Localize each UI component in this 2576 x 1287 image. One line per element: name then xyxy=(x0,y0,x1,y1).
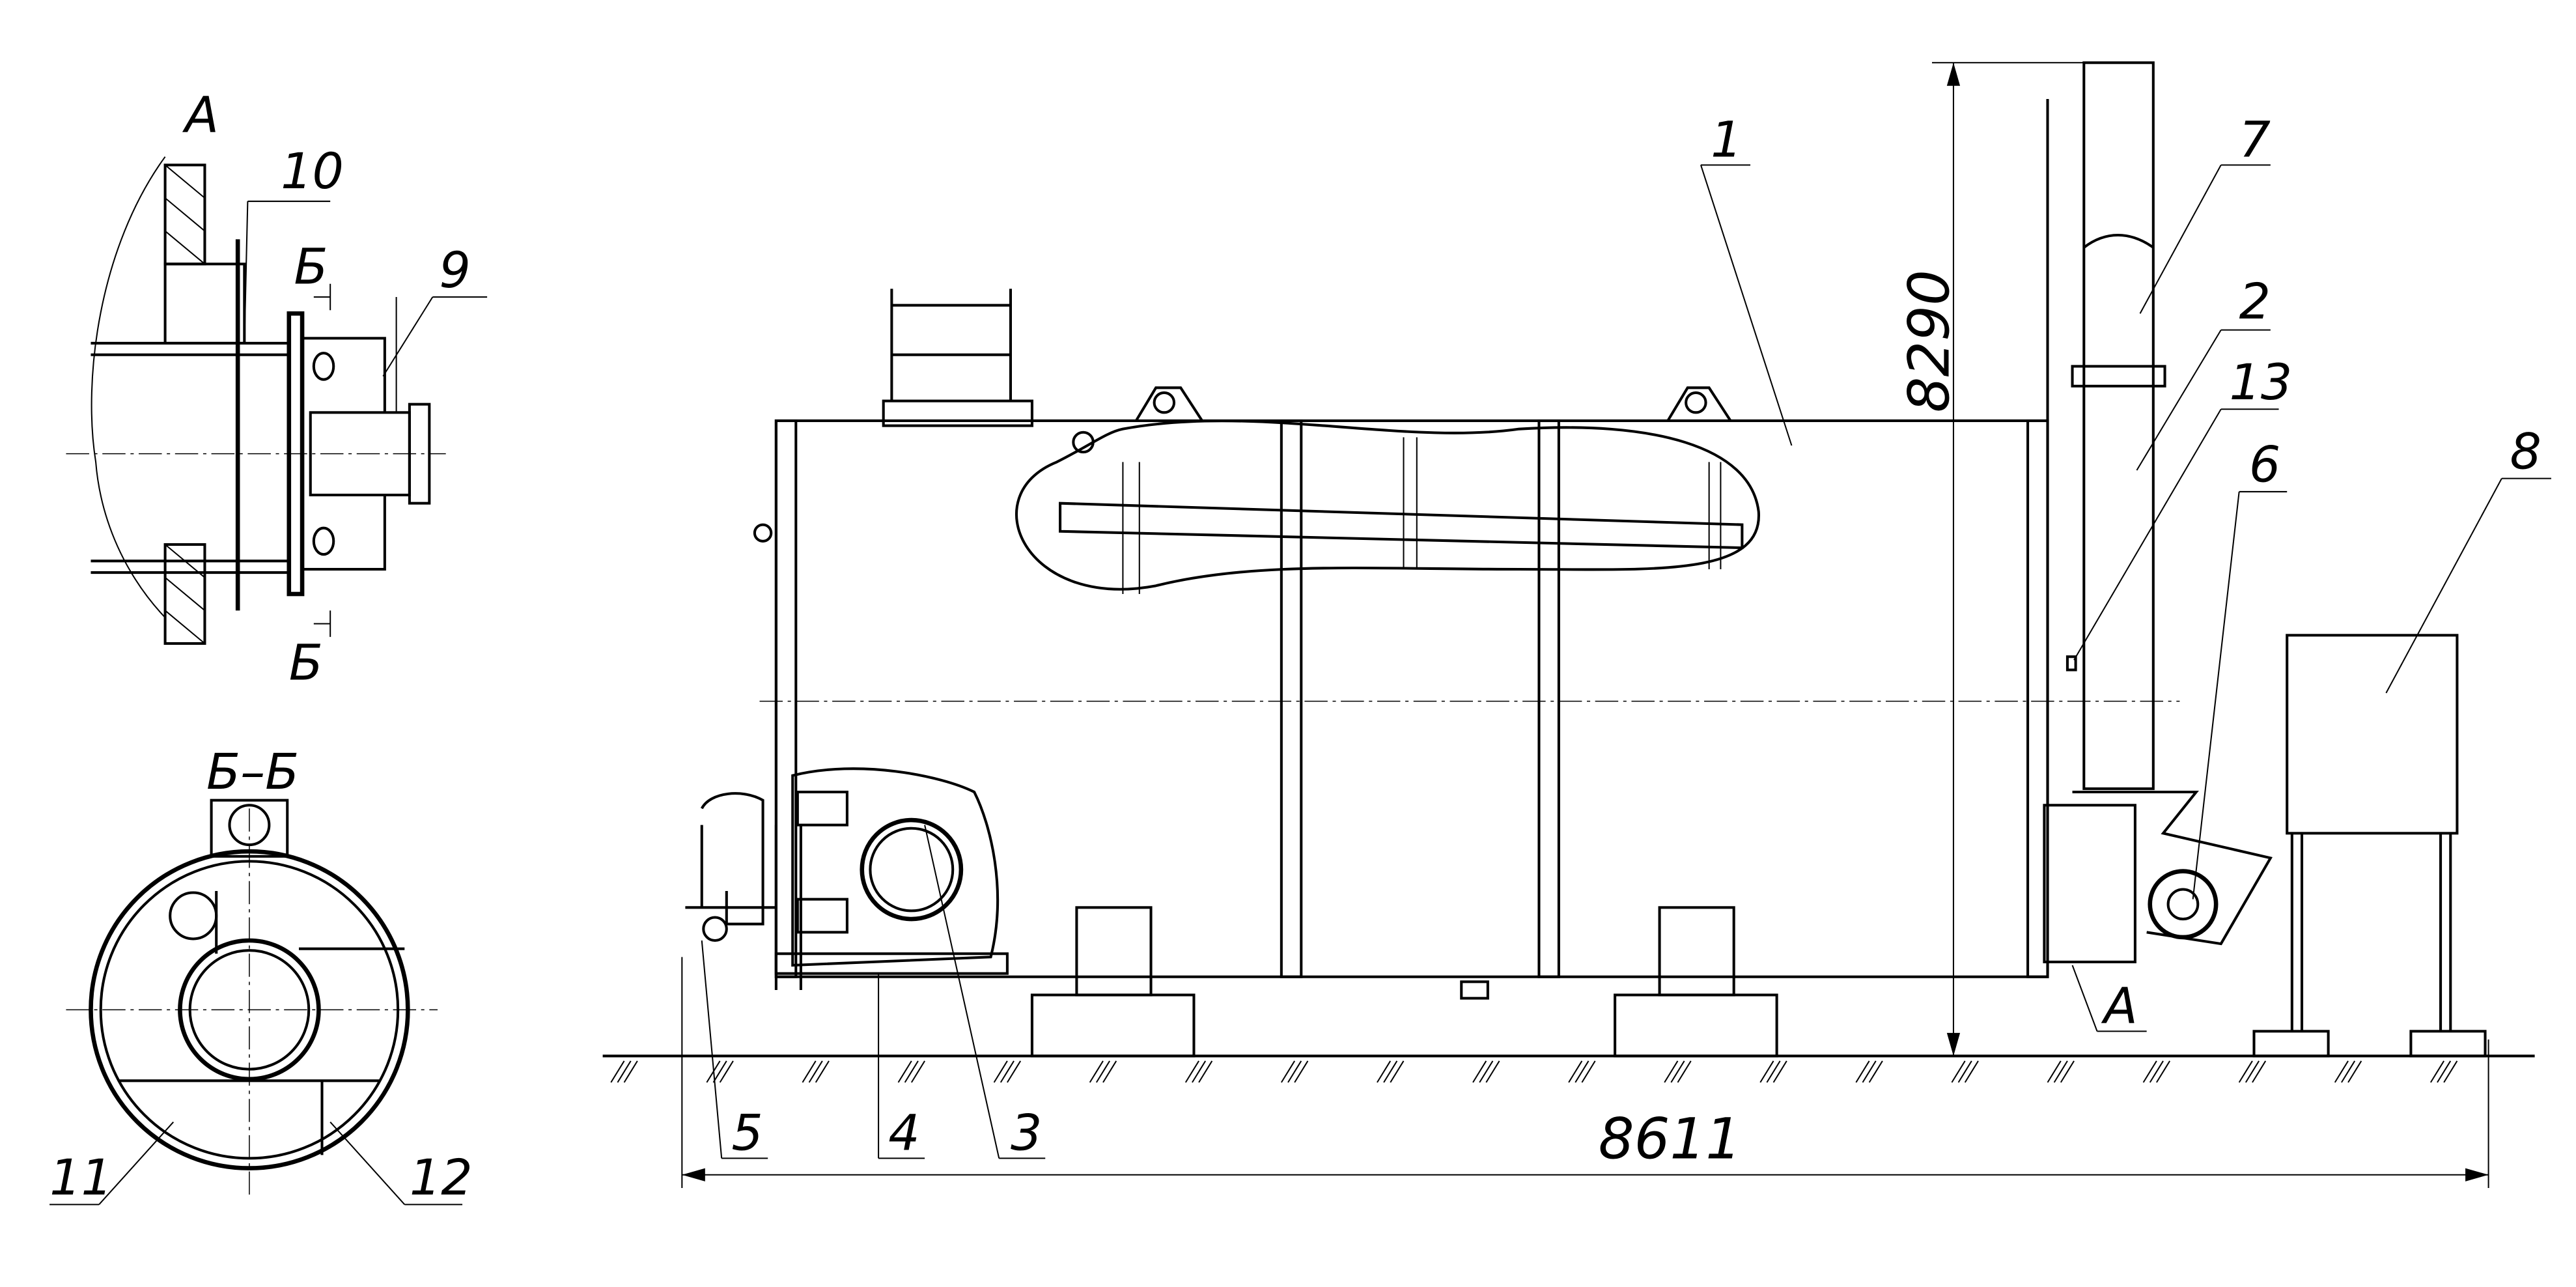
hatch-stroke xyxy=(1664,1060,1679,1083)
hatch-stroke xyxy=(1479,1060,1494,1083)
hatch-stroke xyxy=(1294,1060,1309,1083)
hatch-stroke xyxy=(2252,1060,2267,1083)
hatch-stroke xyxy=(2238,1060,2253,1083)
detail-view-a: A 10 9 Б Б xyxy=(66,86,488,692)
hatch-stroke xyxy=(1759,1060,1774,1083)
hatch-stroke xyxy=(2047,1060,2062,1083)
svg-text:8: 8 xyxy=(2510,423,2541,481)
hatch-stroke xyxy=(719,1060,734,1083)
hatch-stroke xyxy=(993,1060,1008,1083)
svg-text:7: 7 xyxy=(2239,111,2271,169)
hatch-stroke xyxy=(1007,1060,1022,1083)
hatch-stroke xyxy=(1581,1060,1596,1083)
main-view: 8290 8611 1 7 2 13 6 8 5 4 3 A xyxy=(602,61,2551,1188)
cutaway xyxy=(1015,419,1760,591)
hatch-stroke xyxy=(1000,1060,1015,1083)
svg-text:2: 2 xyxy=(2239,272,2271,330)
callout-8: 8 xyxy=(2385,423,2551,694)
svg-text:1: 1 xyxy=(1711,111,1742,169)
dimension-length: 8611 xyxy=(1599,1107,1741,1172)
callout-6: 6 xyxy=(2192,436,2288,899)
foundation-left xyxy=(1030,993,1196,1058)
hatch-stroke xyxy=(1184,1060,1199,1083)
hatch-stroke xyxy=(2142,1060,2157,1083)
hatch-stroke xyxy=(1957,1060,1972,1083)
hatch-stroke xyxy=(2347,1060,2362,1083)
hatch-stroke xyxy=(610,1060,625,1083)
ground-hatch xyxy=(610,1060,2458,1083)
detail-title: A xyxy=(182,86,219,144)
hatch-stroke xyxy=(910,1060,925,1083)
hatch-stroke xyxy=(1095,1060,1110,1083)
hatch-stroke xyxy=(2334,1060,2349,1083)
control-cabinet xyxy=(2286,634,2459,835)
hatch-stroke xyxy=(1677,1060,1692,1083)
hatch-stroke xyxy=(1472,1060,1487,1083)
svg-text:5: 5 xyxy=(731,1104,763,1162)
hatch-stroke xyxy=(2245,1060,2260,1083)
hatch-stroke xyxy=(1287,1060,1302,1083)
hatch-stroke xyxy=(1198,1060,1213,1083)
hatch-stroke xyxy=(1772,1060,1787,1083)
hatch-stroke xyxy=(2443,1060,2458,1083)
section-title: Б–Б xyxy=(206,742,299,800)
svg-text:4: 4 xyxy=(888,1104,919,1162)
hatch-stroke xyxy=(1383,1060,1398,1083)
hatch-stroke xyxy=(2149,1060,2164,1083)
hatch-stroke xyxy=(1390,1060,1405,1083)
hatch-stroke xyxy=(815,1060,830,1083)
hatch-stroke xyxy=(2429,1060,2444,1083)
hatch-stroke xyxy=(2437,1060,2452,1083)
hatch-stroke xyxy=(712,1060,727,1083)
section-mark-top: Б xyxy=(294,238,328,296)
hatch-stroke xyxy=(1855,1060,1870,1083)
chimney xyxy=(2082,61,2155,790)
svg-text:6: 6 xyxy=(2249,436,2280,494)
callout-3: 3 xyxy=(924,825,1046,1162)
hatch-stroke xyxy=(1377,1060,1392,1083)
callout-7: 7 xyxy=(2139,111,2271,314)
hatch-stroke xyxy=(1670,1060,1685,1083)
callout-12: 12 xyxy=(410,1148,473,1206)
hatch-stroke xyxy=(1951,1060,1966,1083)
detail-a-reference: A xyxy=(2071,965,2147,1035)
hatch-stroke xyxy=(1862,1060,1877,1083)
hatch-stroke xyxy=(1102,1060,1117,1083)
hatch-stroke xyxy=(617,1060,632,1083)
svg-text:A: A xyxy=(2101,977,2138,1035)
boiler-shell xyxy=(774,419,2049,978)
hatch-stroke xyxy=(2060,1060,2075,1083)
hatch-stroke xyxy=(1766,1060,1781,1083)
svg-text:3: 3 xyxy=(1011,1104,1042,1162)
callout-5: 5 xyxy=(701,940,768,1162)
hatch-stroke xyxy=(904,1060,919,1083)
hatch-stroke xyxy=(1868,1060,1883,1083)
hatch-stroke xyxy=(1568,1060,1583,1083)
callout-4: 4 xyxy=(878,973,925,1162)
hatch-stroke xyxy=(2341,1060,2356,1083)
hatch-stroke xyxy=(2053,1060,2068,1083)
hatch-stroke xyxy=(897,1060,912,1083)
callout-2: 2 xyxy=(2136,272,2271,471)
hatch-stroke xyxy=(802,1060,817,1083)
callout-9: 9 xyxy=(440,241,471,299)
svg-text:13: 13 xyxy=(2229,353,2292,411)
hatch-stroke xyxy=(1964,1060,1979,1083)
callout-13: 13 xyxy=(2073,353,2292,660)
hatch-stroke xyxy=(808,1060,823,1083)
hatch-stroke xyxy=(623,1060,638,1083)
callout-11: 11 xyxy=(49,1148,113,1206)
callout-10: 10 xyxy=(281,142,344,200)
hatch-stroke xyxy=(1192,1060,1207,1083)
dimension-height: 8290 xyxy=(1897,270,1962,412)
hatch-stroke xyxy=(1485,1060,1500,1083)
section-view-b-b: Б–Б 11 12 xyxy=(49,742,473,1206)
hatch-stroke xyxy=(2156,1060,2171,1083)
section-mark-bottom: Б xyxy=(289,634,323,692)
hatch-stroke xyxy=(1089,1060,1104,1083)
callout-1: 1 xyxy=(1700,111,1793,446)
hatch-stroke xyxy=(1280,1060,1296,1083)
hatch-stroke xyxy=(1575,1060,1589,1083)
foundation-right xyxy=(1614,993,1778,1058)
